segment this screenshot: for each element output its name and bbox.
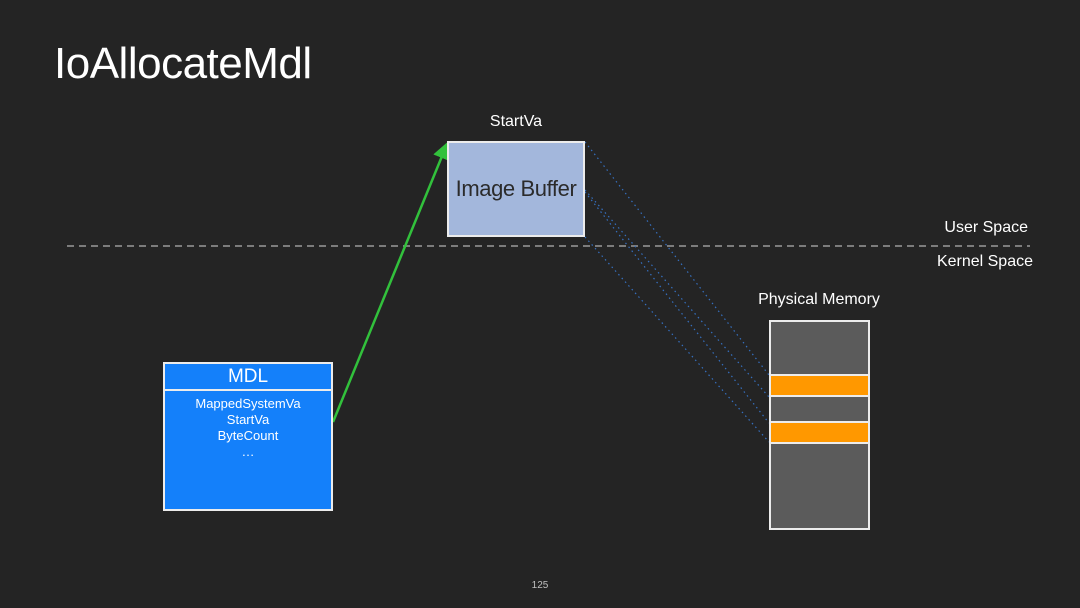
mdl-fields: MappedSystemVa StartVa ByteCount … <box>165 391 331 460</box>
memory-frame-mapped-1 <box>771 376 868 397</box>
physical-memory-label: Physical Memory <box>758 291 880 308</box>
green-startva-arrow <box>331 141 450 423</box>
memory-frame-mapped-2 <box>771 423 868 444</box>
mapping-line-1 <box>584 141 770 376</box>
memory-frame-unmapped-2 <box>771 397 868 423</box>
image-buffer-label: Image Buffer <box>455 176 577 201</box>
kernel-space-label: Kernel Space <box>936 253 1033 270</box>
memory-frame-unmapped-1 <box>771 322 868 376</box>
mapping-line-4 <box>584 236 770 443</box>
page-number: 125 <box>531 580 549 591</box>
slide-title: IoAllocateMdl <box>54 39 312 88</box>
startva-label: StartVa <box>489 113 543 130</box>
physical-memory-stack <box>769 320 870 530</box>
mdl-box: MDL MappedSystemVa StartVa ByteCount … <box>163 362 333 511</box>
image-buffer-box: Image Buffer <box>447 141 585 237</box>
mdl-box-title: MDL <box>165 364 331 391</box>
mdl-field-startva: StartVa <box>226 412 270 427</box>
user-space-label: User Space <box>944 219 1028 236</box>
mdl-field-mappedsystemva: MappedSystemVa <box>195 396 301 411</box>
memory-frame-unmapped-3 <box>771 444 868 528</box>
mdl-field-bytecount: ByteCount <box>217 428 279 443</box>
mdl-field-ellipsis: … <box>241 444 255 459</box>
